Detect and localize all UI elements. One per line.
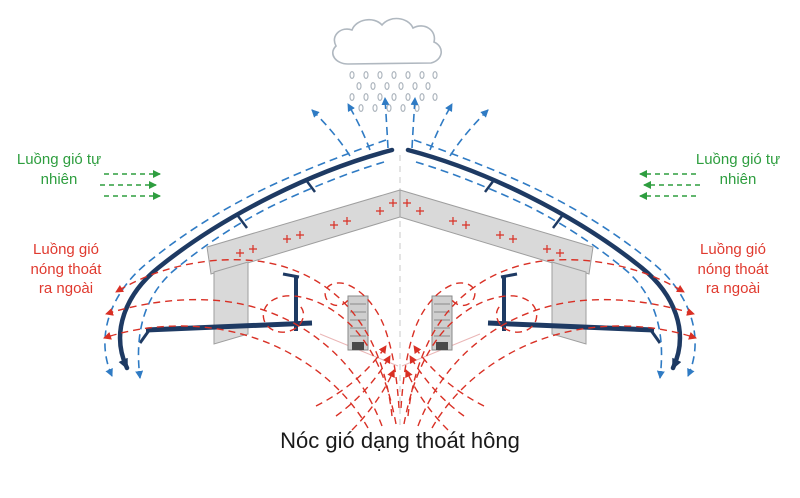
rising-hot-air-fan — [315, 345, 485, 431]
cloud-rain-icon — [332, 17, 442, 113]
construction-lines — [319, 333, 481, 367]
natural-wind-inflow-arrows-left — [100, 170, 161, 200]
natural-wind-label-left: Luồng gió tự nhiên — [16, 151, 102, 188]
roof-structure — [206, 189, 594, 367]
hot-airflow-streamlines — [103, 258, 697, 431]
wind-deflector-curves — [117, 147, 683, 371]
steel-frame-members — [138, 179, 662, 344]
natural-wind-label-right: Luồng gió tự nhiên — [695, 151, 781, 188]
deflector-curve-right — [405, 147, 683, 371]
hot-air-label-left: Luồng gió nóng thoát ra ngoài — [30, 241, 102, 297]
updraft-exit-arrows — [311, 97, 489, 157]
diagram-caption: Nóc gió dạng thoát hông — [280, 428, 520, 453]
deflector-curve-left — [117, 147, 395, 371]
natural-wind-inflow-arrows-right — [639, 170, 700, 200]
natural-airflow-streamlines — [104, 97, 696, 379]
hot-air-label-right: Luồng gió nóng thoát ra ngoài — [697, 241, 769, 297]
